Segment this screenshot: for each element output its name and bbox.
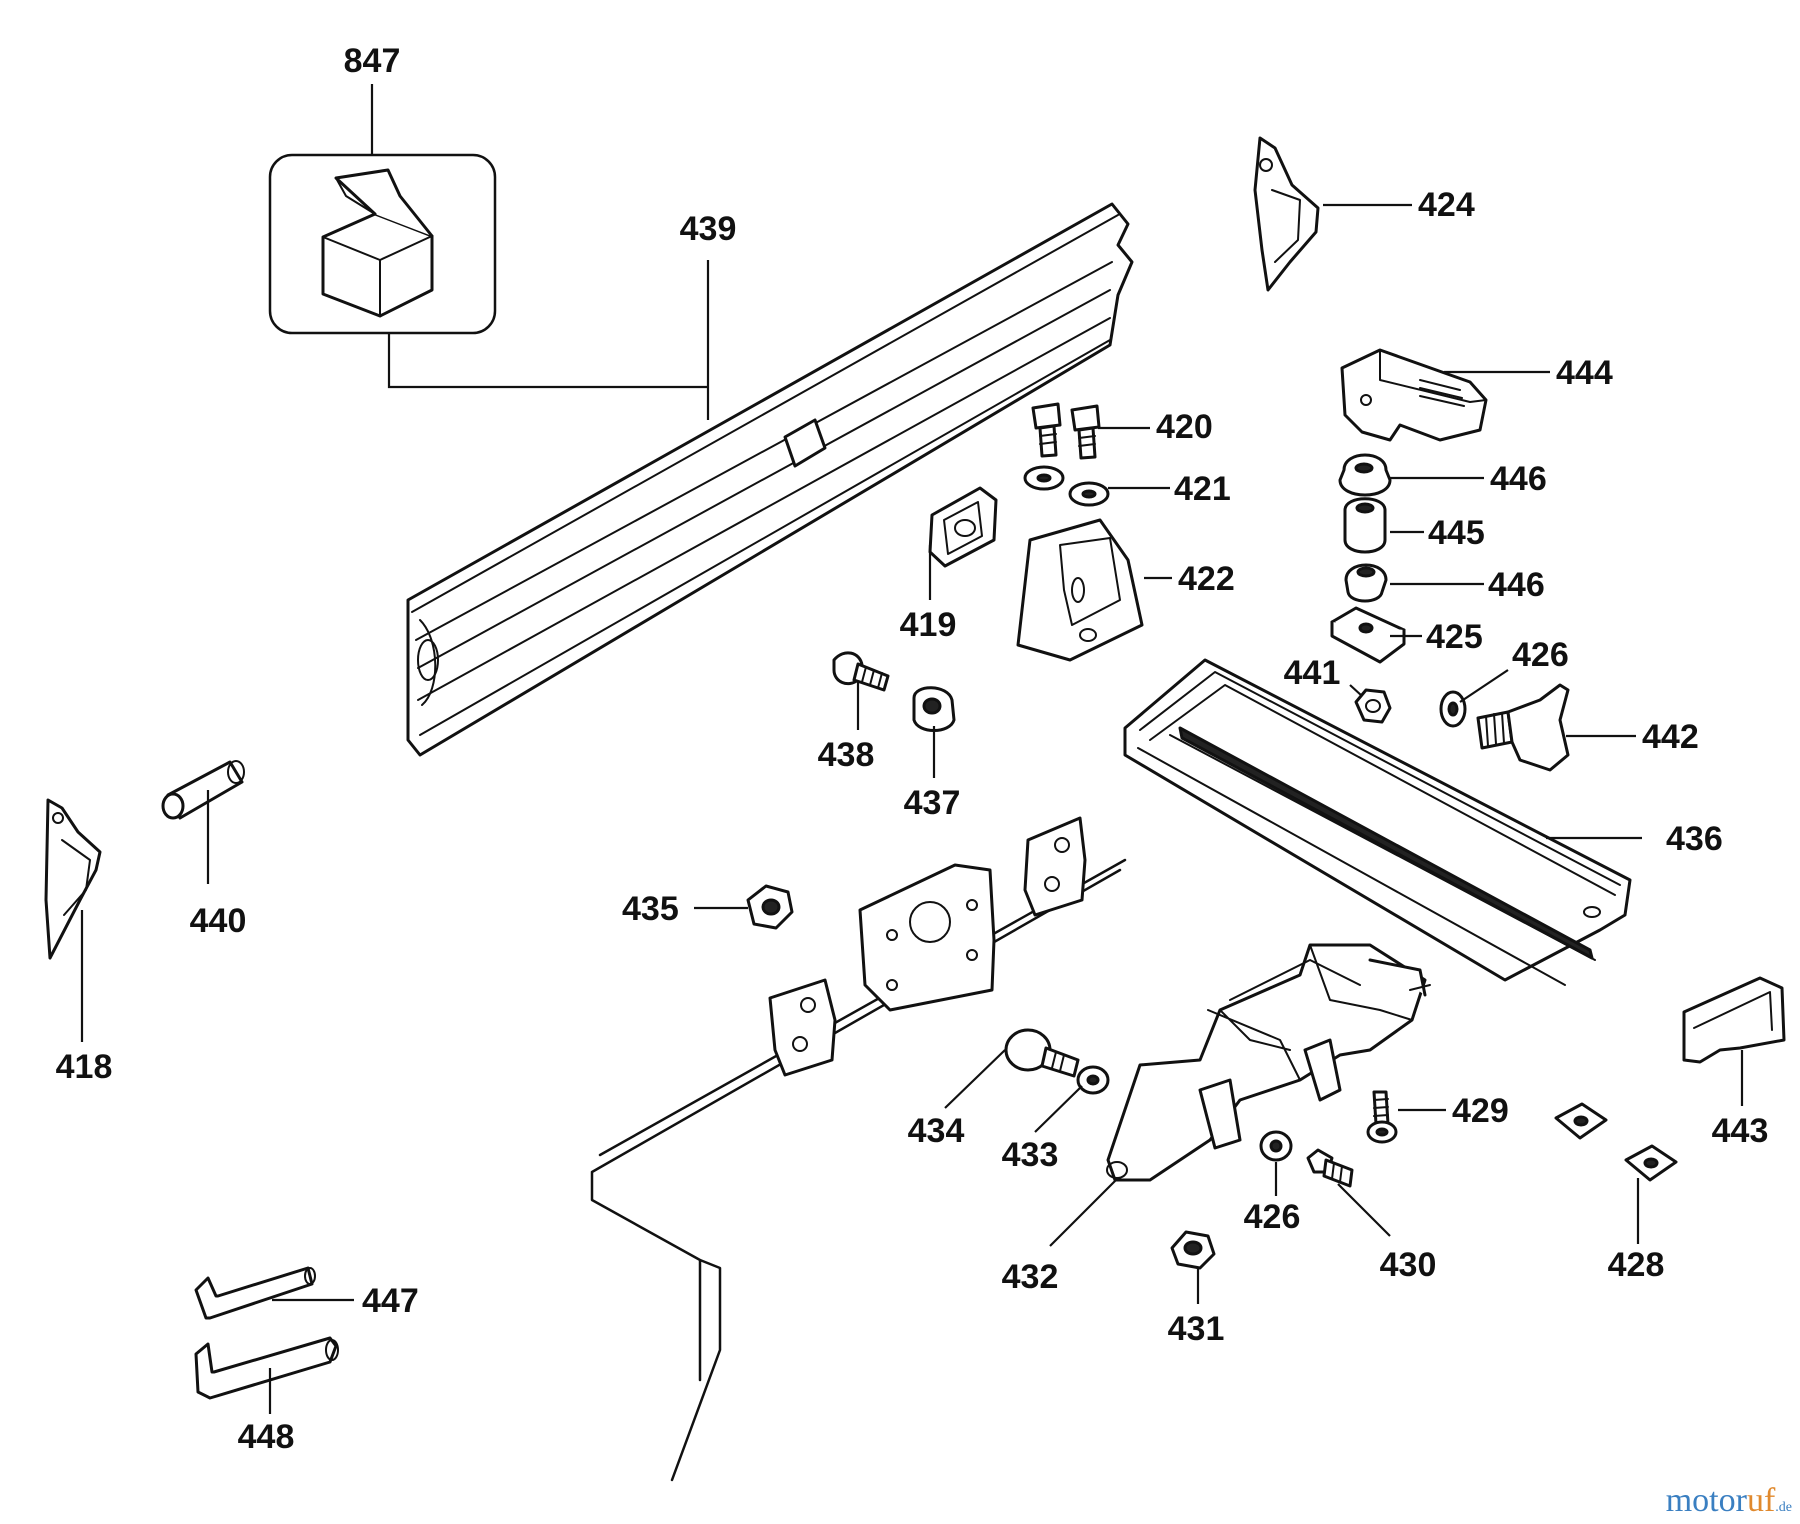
part-443-cover-plate [1682, 976, 1786, 1064]
part-448-hex-key-large [194, 1336, 339, 1400]
label-439: 439 [680, 210, 737, 248]
label-443: 443 [1712, 1112, 1769, 1150]
part-435-nut [746, 884, 794, 930]
label-447: 447 [362, 1282, 419, 1320]
part-847-kit-box [268, 153, 497, 335]
label-418: 418 [56, 1048, 113, 1086]
part-444-lock-lever [1340, 348, 1488, 442]
label-436: 436 [1666, 820, 1723, 858]
part-419-clamp-plate [928, 486, 998, 568]
part-441-nut [1354, 688, 1392, 724]
part-430-bolt [1306, 1148, 1354, 1188]
label-441: 441 [1284, 654, 1341, 692]
part-431-nut [1170, 1230, 1216, 1270]
part-428-square-nuts [1554, 1102, 1678, 1182]
label-421: 421 [1174, 470, 1231, 508]
label-424: 424 [1418, 186, 1475, 224]
part-442-locking-knob [1476, 683, 1570, 772]
part-440-pin [161, 760, 245, 820]
label-430: 430 [1380, 1246, 1437, 1284]
part-421-washers [1023, 465, 1110, 507]
label-847: 847 [344, 42, 401, 80]
label-431: 431 [1168, 1310, 1225, 1348]
label-442: 442 [1642, 718, 1699, 756]
label-426-bottom: 426 [1244, 1198, 1301, 1236]
label-428: 428 [1608, 1246, 1665, 1284]
part-445-spacer [1343, 497, 1387, 554]
label-446-top: 446 [1490, 460, 1547, 498]
label-432: 432 [1002, 1258, 1059, 1296]
part-429-screw [1366, 1090, 1398, 1144]
watermark-tld: .de [1775, 1500, 1792, 1515]
watermark-brand-a: motor [1665, 1482, 1747, 1519]
label-419: 419 [900, 606, 957, 644]
label-448: 448 [238, 1418, 295, 1456]
saw-table-edge [590, 816, 1127, 1482]
label-446-bottom: 446 [1488, 566, 1545, 604]
part-432-mounting-bracket [1106, 943, 1431, 1182]
part-437-nut [912, 686, 956, 732]
leader-lines [80, 84, 1744, 1414]
part-434-carriage-bolt [1004, 1028, 1080, 1078]
label-435: 435 [622, 890, 679, 928]
label-429: 429 [1452, 1092, 1509, 1130]
label-445: 445 [1428, 514, 1485, 552]
part-446-bushing-top [1338, 453, 1392, 497]
label-437: 437 [904, 784, 961, 822]
label-438: 438 [818, 736, 875, 774]
watermark-brand-b: uf [1746, 1482, 1776, 1519]
label-440: 440 [190, 902, 247, 940]
part-418-end-cap [44, 798, 102, 960]
part-422-fence-bracket [1016, 518, 1144, 662]
part-446-bushing-bottom [1344, 563, 1388, 603]
label-433: 433 [1002, 1136, 1059, 1174]
part-439-fence-rail [406, 202, 1134, 757]
part-447-hex-key-small [194, 1266, 316, 1320]
label-434: 434 [908, 1112, 965, 1150]
label-422: 422 [1178, 560, 1235, 598]
part-433-washer [1076, 1065, 1110, 1095]
part-426-washer-top [1439, 690, 1467, 728]
label-426-top: 426 [1512, 636, 1569, 674]
label-444: 444 [1556, 354, 1613, 392]
part-436-rail [1123, 658, 1632, 986]
label-420: 420 [1156, 408, 1213, 446]
part-426-washer-bottom [1259, 1130, 1293, 1162]
label-425: 425 [1426, 618, 1483, 656]
part-425-square-nut [1330, 606, 1406, 664]
part-number-labels: 847 439 424 444 420 421 446 445 446 422 … [56, 42, 1769, 1456]
part-438-bolt [832, 651, 890, 692]
watermark-logo: motoruf.de [1666, 1482, 1792, 1520]
part-420-screws [1031, 402, 1101, 460]
part-424-end-cap [1253, 136, 1320, 292]
